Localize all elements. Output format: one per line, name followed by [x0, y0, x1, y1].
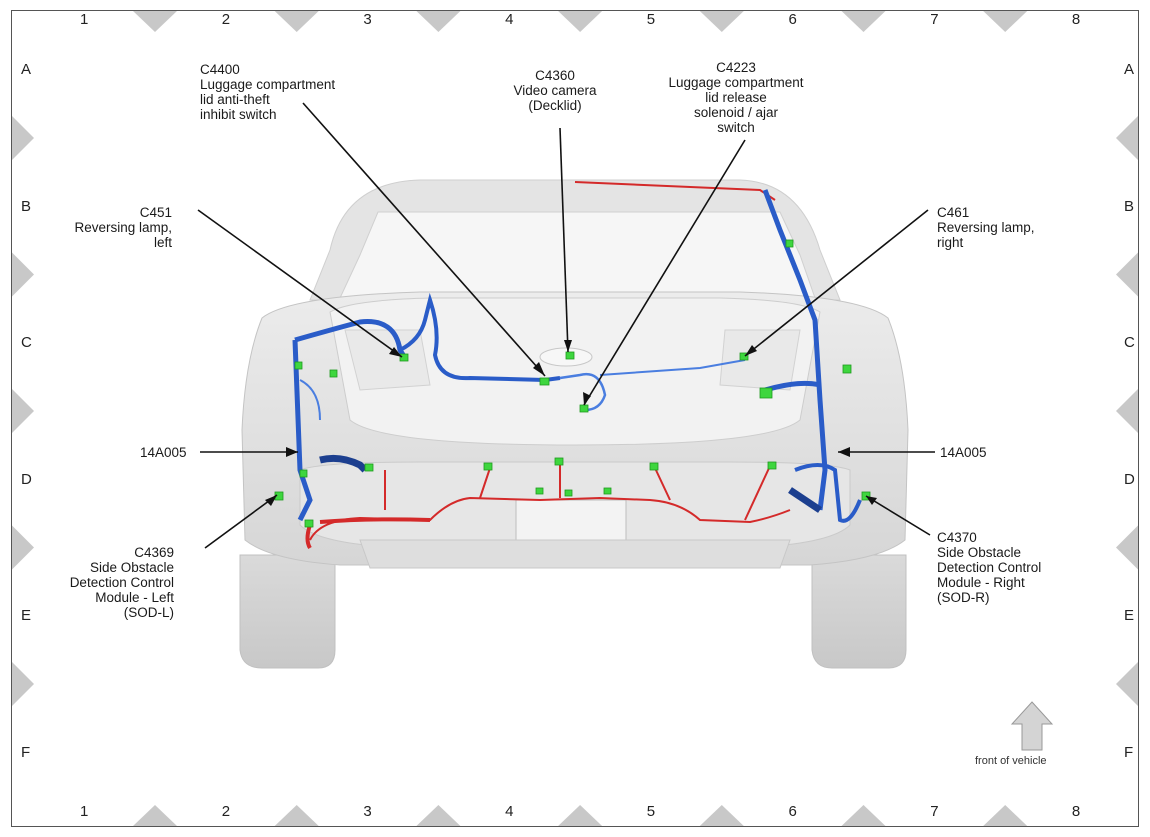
- callout-c451: C451 Reversing lamp, left: [74, 205, 172, 250]
- grid-column-label-bottom: 7: [930, 803, 939, 820]
- callout-c4400: C4400 Luggage compartment lid anti-theft…: [200, 62, 336, 122]
- grid-marker-bottom: [558, 805, 603, 826]
- grid-row-label-left: C: [21, 334, 32, 351]
- grid-row-label-left: D: [21, 470, 32, 488]
- grid-marker-right: [1116, 116, 1138, 160]
- grid-column-label-top: 4: [505, 11, 514, 28]
- leader-arrowheads: [265, 340, 877, 506]
- grid-marker-top: [274, 11, 319, 32]
- grid-marker-left: [12, 662, 34, 706]
- callout-c4360: C4360 Video camera (Decklid): [513, 68, 597, 113]
- grid-marker-left: [12, 116, 34, 160]
- grid-column-label-top: 6: [788, 11, 797, 28]
- grid-column-label-top: 3: [363, 11, 372, 28]
- decklid: [329, 297, 821, 446]
- front-of-vehicle-label: front of vehicle: [975, 755, 1047, 767]
- grid-column-label-top: 8: [1071, 11, 1081, 28]
- lower-valance: [359, 539, 791, 569]
- grid-marker-left: [12, 252, 34, 297]
- grid-marker-bottom: [699, 805, 744, 826]
- grid-column-label-bottom: 8: [1071, 803, 1081, 820]
- vehicle-rear-view: [239, 179, 909, 669]
- grid-column-label-bottom: 1: [80, 803, 89, 820]
- grid-marker-top: [133, 11, 177, 32]
- grid-column-label-bottom: 2: [221, 803, 231, 820]
- callout-c4223: C4223 Luggage compartment lid release so…: [668, 60, 804, 135]
- grid-row-label-right: F: [1124, 743, 1134, 761]
- diagram-frame: [11, 10, 1139, 827]
- grid-column-label-bottom: 6: [788, 803, 797, 820]
- grid-column-label-top: 7: [930, 11, 939, 28]
- grid-marker-right: [1116, 525, 1138, 570]
- grid-marker-right: [1116, 389, 1138, 433]
- grid-marker-top: [841, 11, 886, 32]
- grid-marker-top: [699, 11, 744, 32]
- grid-marker-bottom: [841, 805, 886, 826]
- grid-row-label-right: C: [1124, 334, 1135, 351]
- grid-row-label-right: D: [1124, 470, 1135, 488]
- grid-row-label-left: E: [21, 607, 32, 624]
- grid-row-label-right: A: [1124, 61, 1135, 78]
- grid-row-label-right: E: [1124, 607, 1135, 624]
- right-tire: [811, 554, 907, 669]
- callout-c461: C461 Reversing lamp, right: [937, 205, 1035, 250]
- grid-marker-left: [12, 389, 34, 433]
- grid-marker-top: [416, 11, 461, 32]
- callout-14a005-left: 14A005: [140, 445, 187, 460]
- right-tail-lamp: [719, 329, 801, 391]
- front-of-vehicle-arrow: [1010, 701, 1054, 751]
- grid-marker-bottom: [416, 805, 461, 826]
- grid-marker-top: [558, 11, 603, 32]
- leader-lines: [197, 102, 935, 549]
- grid-column-label-top: 2: [221, 11, 231, 28]
- grid-column-label-bottom: 5: [646, 803, 656, 820]
- grid-marker-top: [983, 11, 1028, 32]
- grid-marker-right: [1116, 662, 1138, 706]
- left-tire: [239, 554, 336, 669]
- callout-c4369: C4369 Side Obstacle Detection Control Mo…: [69, 545, 174, 620]
- grid-marker-bottom: [274, 805, 319, 826]
- grid-row-label-left: B: [21, 197, 32, 215]
- grid-markers: [12, 11, 1138, 826]
- grid-row-label-right: B: [1124, 197, 1135, 215]
- grid-column-label-top: 5: [646, 11, 656, 28]
- grid-column-label-bottom: 3: [363, 803, 372, 820]
- callout-c4370: C4370 Side Obstacle Detection Control Mo…: [937, 530, 1042, 605]
- grid-marker-left: [12, 525, 34, 570]
- grid-marker-bottom: [983, 805, 1028, 826]
- callout-14a005-right: 14A005: [940, 445, 987, 460]
- grid-marker-bottom: [133, 805, 177, 826]
- grid-column-label-bottom: 4: [505, 803, 514, 820]
- grid-marker-right: [1116, 252, 1138, 297]
- grid-column-label-top: 1: [80, 11, 89, 28]
- grid-row-label-left: A: [21, 61, 32, 78]
- grid-row-label-left: F: [21, 743, 31, 761]
- blue-harness: [292, 189, 862, 523]
